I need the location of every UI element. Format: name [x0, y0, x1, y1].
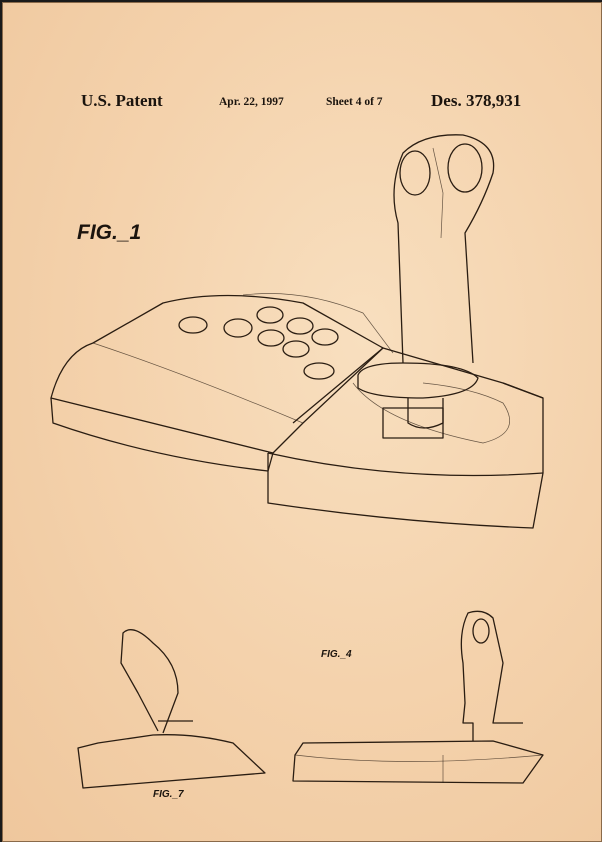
figure-1-label: FIG._1 [77, 221, 142, 244]
sheet-number: Sheet 4 of 7 [326, 96, 383, 108]
figure-1-drawing [50, 134, 544, 789]
patent-number: Des. 378,931 [431, 91, 522, 110]
figure-7-label: FIG._7 [153, 789, 184, 800]
patent-label: U.S. Patent [81, 91, 163, 110]
patent-date: Apr. 22, 1997 [219, 96, 284, 108]
figure-4-label: FIG._4 [321, 649, 352, 660]
